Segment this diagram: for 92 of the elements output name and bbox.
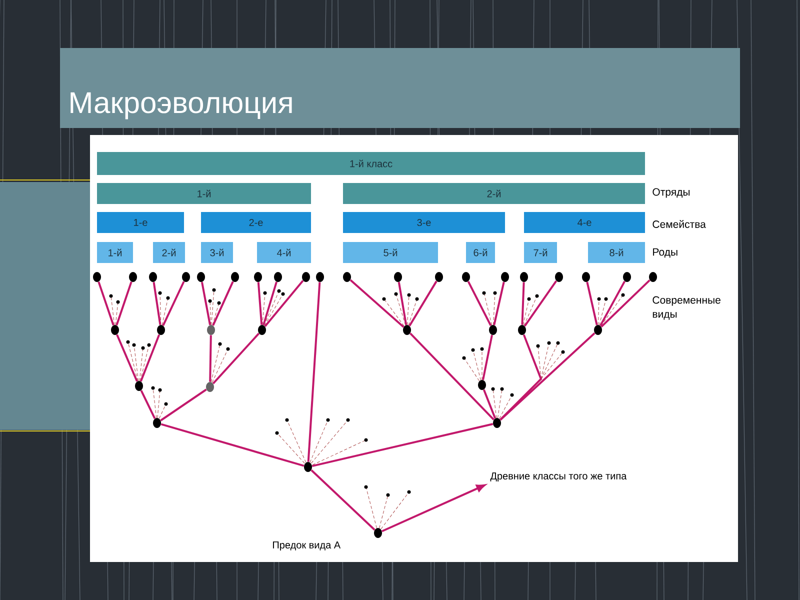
species-dot [111,325,119,335]
branch-line [410,332,494,420]
species-dot [435,272,443,282]
branch-line [140,334,160,382]
species-dot [649,272,657,282]
branch-line [524,280,558,327]
branch-line [307,282,321,462]
branch-line [200,282,212,326]
node-caption: Предок вида А [273,542,341,550]
species-dot [129,272,137,282]
branch-line [382,484,486,532]
branch-line [116,334,138,382]
species-dot [157,325,165,335]
genus-bar: 8-й [588,242,645,263]
branch-line [209,335,212,382]
species-dot [520,272,528,282]
branch-line [98,281,114,326]
species-dot [489,325,497,335]
branch-line [408,280,438,326]
species-dot [182,272,190,282]
family-bar: 3-е [343,212,505,233]
genus-bar: 4-й [257,242,311,263]
genus-bar: 3-й [201,242,233,263]
branch-line [140,390,156,419]
branch-line [467,280,492,326]
branch-line [599,280,626,326]
branch-line [310,469,376,531]
family-bar: 4-е [524,212,645,233]
species-dot [258,325,266,335]
branch-line [482,389,496,419]
branch-line [521,282,525,325]
branch-line [600,279,650,328]
branch-line [262,282,278,326]
species-dot [582,272,590,282]
species-dot [135,381,143,391]
species-dot [343,272,351,282]
species-dot [462,272,470,282]
branch-line [257,282,263,325]
species-dot [302,272,310,282]
species-dot [394,272,402,282]
level-label: Отряды [652,188,690,198]
family-bar: 1-е [97,212,184,233]
branch-line [212,281,234,326]
genus-bar: 5-й [343,242,438,263]
branch-line [493,282,505,326]
level-label: Роды [653,248,678,258]
branch-line [160,388,207,422]
genus-bar: 2-й [153,242,185,263]
branch-line [212,332,260,384]
genus-bar: 7-й [524,242,557,263]
species-dot [493,418,501,428]
branch-line [398,282,408,326]
species-dot [304,462,312,472]
species-dot [93,272,101,282]
level-label: Семейства [652,220,706,228]
branch-line [162,281,185,326]
genus-bar: 1-й [97,242,133,263]
species-dot [623,272,631,282]
group-label: Древние классы того же типа [490,472,627,482]
branch-line [586,282,598,326]
species-dot [206,382,214,392]
species-dot [316,272,324,282]
branch-line [152,282,162,326]
species-dot [231,272,239,282]
order-bar: 1-й [97,183,311,204]
species-dot [274,272,282,282]
species-dot [153,418,161,428]
branch-line [500,332,596,421]
species-dot [403,325,411,335]
slide-title: Макроэволюция [70,92,292,120]
branch-line [160,423,304,467]
species-dot [501,272,509,282]
branch-line [116,281,132,326]
level-label: Современные виды [652,296,720,320]
order-bar: 2-й [343,183,645,204]
branch-line [264,280,304,328]
species-dot [374,528,382,538]
species-dot [518,325,526,335]
species-dot [478,380,486,390]
branch-line [312,423,494,468]
species-dot [197,272,205,282]
species-dot [207,325,215,335]
branch-line [482,334,493,380]
species-dot [254,272,262,282]
species-dot [594,325,602,335]
class-bar: 1-й класс [97,152,645,175]
branch-line [350,279,404,328]
branch-line [500,334,542,420]
family-bar: 2-е [201,212,311,233]
species-dot [555,272,563,282]
species-dot [149,272,157,282]
genus-bar: 6-й [466,242,495,263]
